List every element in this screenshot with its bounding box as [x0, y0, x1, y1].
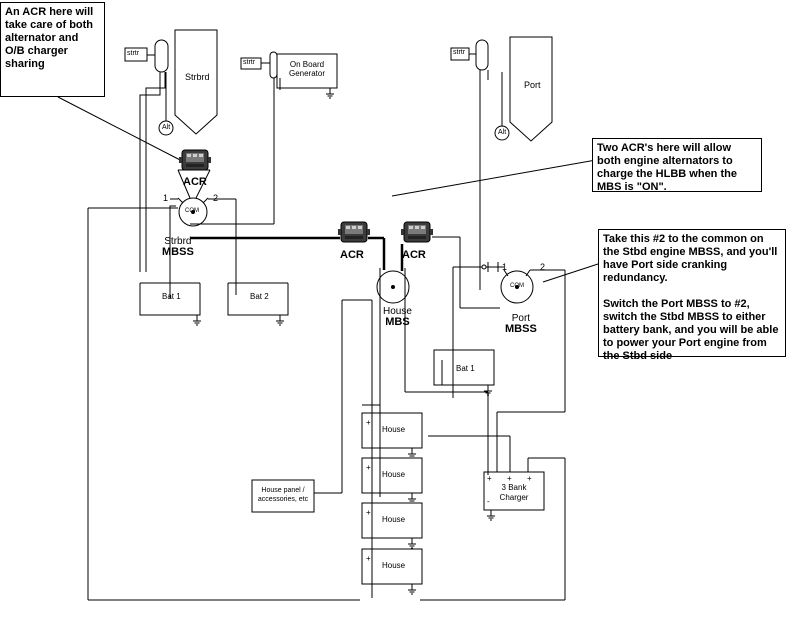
polarity-mark: + [507, 474, 512, 483]
switch-name: Port [511, 313, 531, 324]
stbd-engine-outline [174, 29, 218, 135]
ground-symbol [407, 537, 417, 549]
house-bat-label: House [382, 470, 406, 479]
generator-label: On Board Generator [288, 60, 326, 78]
ground-symbol [486, 509, 496, 521]
polarity-mark: + [366, 554, 371, 563]
switch-name: Strbrd [164, 236, 192, 247]
callout-acr-ob: An ACR here will take care of both alter… [0, 2, 105, 97]
house-bat-1-box [361, 412, 423, 449]
port-terminal-1: 1 [502, 262, 508, 272]
switch-type: MBSS [505, 323, 537, 335]
port-mbss-label: Port MBSS [505, 313, 537, 335]
stbd-mbss-label: Strbrd MBSS [162, 236, 194, 258]
ground-symbol [275, 314, 285, 326]
polarity-mark: + [366, 463, 371, 472]
port-engine-outline [509, 36, 553, 142]
stbd-starter-cylinder [154, 39, 169, 73]
stbd-starter-label: strtr [127, 50, 140, 57]
stbd-bat1-label: Bat 1 [162, 292, 181, 301]
ground-symbol [407, 447, 417, 459]
polarity-mark: - [487, 497, 490, 506]
ground-symbol [407, 583, 417, 595]
polarity-mark: + [366, 418, 371, 427]
stbd-terminal-2: 2 [213, 193, 219, 203]
stbd-alt-label: Alt [162, 124, 171, 131]
polarity-mark: + [366, 508, 371, 517]
polarity-mark: + [487, 474, 492, 483]
house-mbs-label: House MBS [383, 306, 412, 328]
stbd-bat1-box [139, 283, 201, 316]
callout-text: Take this #2 to the common on the Stbd e… [603, 233, 778, 284]
callout-port-redundancy: Take this #2 to the common on the Stbd e… [598, 229, 786, 362]
stbd-bat2-label: Bat 2 [250, 292, 269, 301]
stbd-engine-label: Strbrd [185, 72, 210, 82]
house-bat-label: House [382, 425, 406, 434]
port-terminal-2: 2 [540, 262, 546, 272]
stbd-com-label: COM [185, 208, 199, 214]
port-acr-device [400, 221, 434, 243]
house-acr-device [337, 221, 371, 243]
callout-text: Two ACR's here will allow both engine al… [597, 142, 737, 193]
stbd-mbss-circle [178, 197, 208, 227]
house-bat-4-box [361, 548, 423, 585]
house-bat-label: House [382, 561, 406, 570]
switch-type: MBSS [162, 246, 194, 258]
polarity-mark: + [527, 474, 532, 483]
switch-name: House [383, 306, 412, 317]
house-bat-2-box [361, 457, 423, 494]
stbd-bat2-box [227, 283, 289, 316]
port-starter-label: strtr [453, 49, 466, 56]
stbd-terminal-1: 1 [163, 193, 169, 203]
stbd-acr-device [178, 149, 212, 171]
charger-label: 3 Bank Charger [499, 483, 529, 502]
callout-two-acr: Two ACR's here will allow both engine al… [592, 138, 762, 193]
ground-symbol [483, 384, 493, 396]
ground-symbol [192, 314, 202, 326]
callout-text: An ACR here will take care of both alter… [5, 6, 94, 70]
ground-symbol [325, 87, 335, 99]
port-mbss-circle [500, 270, 534, 304]
port-com-label: COM [510, 283, 524, 289]
gen-starter-cylinder [269, 51, 278, 79]
gen-starter-label: strtr [243, 59, 256, 66]
port-bat1-box [433, 349, 495, 386]
port-engine-label: Port [524, 80, 541, 90]
port-starter-cylinder [475, 39, 489, 71]
house-bat-3-box [361, 502, 423, 539]
ground-symbol [407, 492, 417, 504]
house-panel-box [251, 479, 315, 513]
switch-type: MBS [385, 316, 410, 328]
stbd-acr-label: ACR [183, 176, 207, 188]
port-bat1-label: Bat 1 [456, 364, 475, 373]
charger-box [483, 471, 545, 511]
house-bat-label: House [382, 515, 406, 524]
house-acr-label: ACR [340, 249, 364, 261]
port-alt-label: Alt [498, 129, 507, 136]
house-panel-label: House panel / accessories, etc [257, 487, 309, 503]
house-mbs-circle [376, 270, 410, 304]
callout-text: Switch the Port MBSS to #2, switch the S… [603, 298, 779, 362]
port-acr-label: ACR [402, 249, 426, 261]
